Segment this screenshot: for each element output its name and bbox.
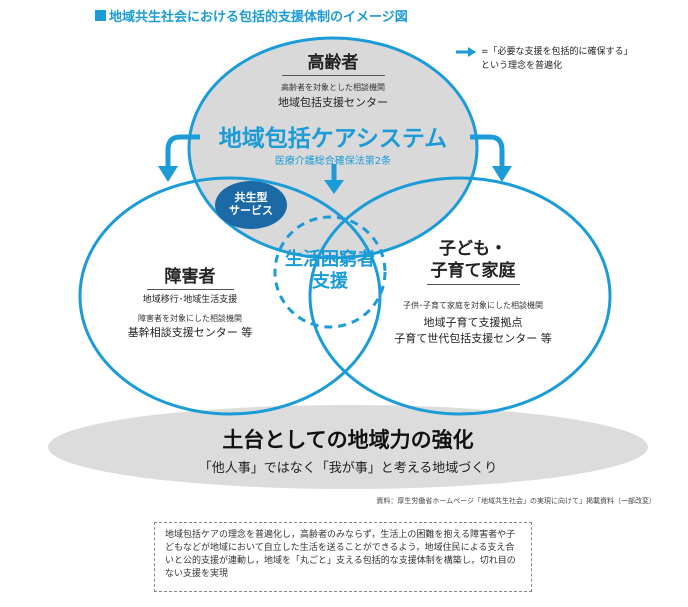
- arrow-right-curve: [470, 134, 505, 170]
- figure-title-text: 地域共生社会における包括的支援体制のイメージ図: [109, 10, 408, 25]
- arrow-down-head: [324, 180, 344, 194]
- elderly-org: 地域包括支援センター: [278, 96, 388, 109]
- legend-text: =「必要な支援を包括的に確保する」という理念を普遍化: [481, 47, 629, 71]
- children-heading1: 子ども・: [439, 239, 507, 259]
- children-org2: 子育て世代包括支援センター 等: [394, 332, 552, 345]
- children-heading2: 子育て家庭: [426, 260, 520, 285]
- disabled-circle: [78, 176, 382, 416]
- elderly-heading: 高齢者: [281, 48, 385, 76]
- disabled-item1: 地域移行･地域生活支援: [142, 295, 238, 305]
- children-block: 子ども・ 子育て家庭: [398, 238, 548, 285]
- legend: =「必要な支援を包括的に確保する」という理念を普遍化: [455, 45, 631, 73]
- kyosei-badge: 共生型 サービス: [215, 191, 287, 217]
- system-name: 地域包括ケアシステム: [218, 126, 448, 152]
- kyosei-badge-shape: [215, 181, 287, 229]
- arrow-left-curve: [165, 134, 200, 170]
- ground-title: 土台としての地域力の強化: [222, 428, 474, 452]
- disabled-target: 障害者を対象にした相談機関: [138, 314, 242, 323]
- source-note: 資料：厚生労働省ホームページ「地域共生社会」の実現に向けて」掲載資料（一部改変）: [376, 497, 656, 505]
- ground-ellipse: [48, 405, 648, 489]
- ground-subtitle: 「他人事」ではなく「我が事」と考える地域づくり: [198, 461, 498, 476]
- figure-title: 地域共生社会における包括的支援体制のイメージ図: [95, 6, 408, 25]
- elderly-block: 高齢者: [263, 48, 403, 76]
- arrow-right-head: [492, 166, 512, 182]
- system-law: 医療介護総合確保法第2条: [274, 156, 392, 167]
- disabled-heading: 障害者: [146, 262, 234, 290]
- kyosei-badge-line1: 共生型: [234, 191, 268, 204]
- title-marker: [95, 10, 106, 21]
- note-box: 地域包括ケアの理念を普遍化し，高齢者のみならず，生活上の困難を抱える障害者や子ど…: [154, 522, 532, 592]
- note-text: 地域包括ケアの理念を普遍化し，高齢者のみならず，生活上の困難を抱える障害者や子ど…: [165, 530, 516, 579]
- arrow-left-head: [158, 166, 178, 182]
- children-circle: [308, 176, 612, 416]
- disabled-block: 障害者: [125, 262, 255, 290]
- elderly-target: 高齢者を対象とした相談機関: [281, 83, 385, 92]
- poverty-support: 生活困窮者 支援: [270, 249, 390, 293]
- children-target: 子供･子育て家庭を対象にした相談機関: [403, 301, 543, 310]
- poverty-line2: 支援: [312, 271, 348, 292]
- kyosei-badge-line2: サービス: [229, 204, 273, 217]
- children-org1: 地域子育て支援拠点: [423, 316, 523, 329]
- poverty-dashed-circle: [273, 215, 387, 329]
- poverty-line1: 生活困窮者: [285, 249, 375, 270]
- disabled-org: 基幹相談支援センター 等: [127, 326, 253, 339]
- arrow-right-icon: [456, 47, 476, 57]
